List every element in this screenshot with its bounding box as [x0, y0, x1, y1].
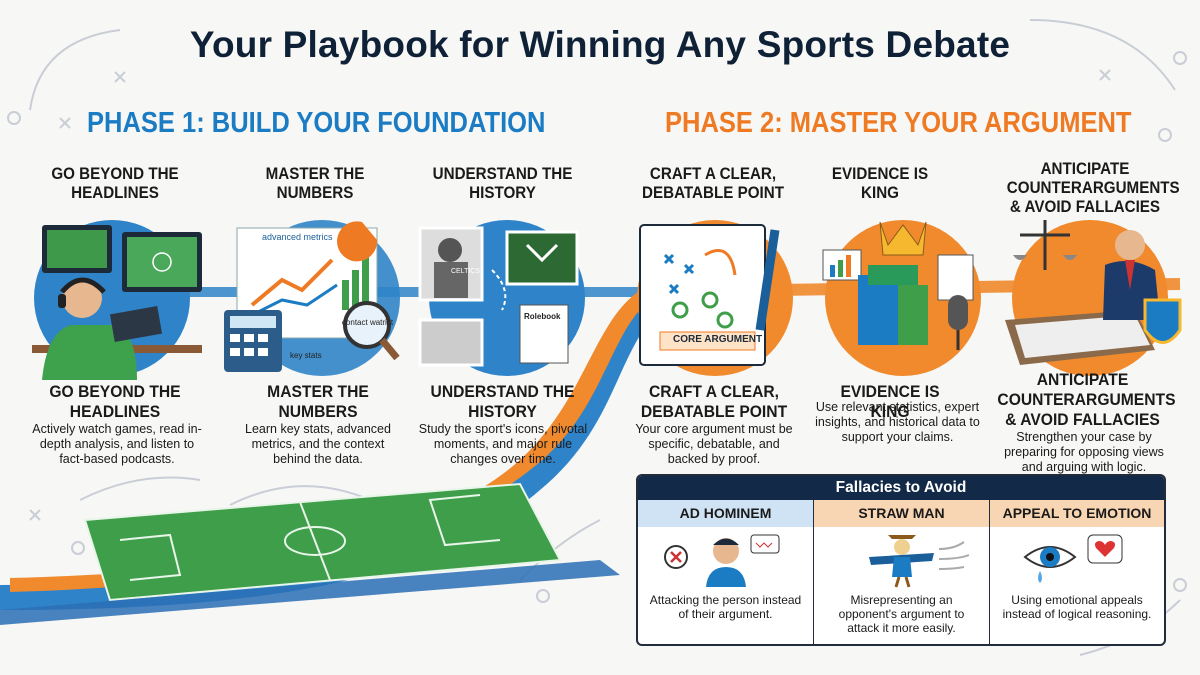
step1-description: Actively watch games, read in-depth anal…: [32, 422, 202, 466]
step1-subtitle: GO BEYOND THE HEADLINES: [49, 382, 181, 421]
contact-label: contact watrict: [341, 318, 394, 327]
page-title: Your Playbook for Winning Any Sports Deb…: [189, 24, 1011, 65]
step2-description: Learn key stats, advanced metrics, and t…: [245, 422, 391, 466]
step2-subtitle: MASTER THE NUMBERS: [267, 382, 369, 421]
step5-description: Use relevant statistics, expert insights…: [815, 400, 980, 444]
jersey-label: CELTICS: [451, 268, 481, 275]
step4-subtitle: CRAFT A CLEAR, DEBATABLE POINT: [640, 382, 788, 421]
chess-scales-icon: [1005, 220, 1182, 376]
phase2-heading: PHASE 2: MASTER YOUR ARGUMENT: [665, 107, 1132, 139]
step6-subtitle: ANTICIPATE COUNTERARGUMENTS & AVOID FALL…: [997, 370, 1176, 429]
core-argument-label: CORE ARGUMENT: [673, 334, 763, 345]
fallacy-name: STRAW MAN: [814, 500, 989, 527]
key-stats-label: key stats: [290, 351, 322, 360]
step3-title: UNDERSTAND THE HISTORY: [432, 165, 573, 202]
step1-title: GO BEYOND THE HEADLINES: [51, 165, 179, 202]
scarecrow-icon: [869, 535, 970, 588]
evidence-crown-icon: [822, 220, 981, 376]
fallacies-heading: Fallacies to Avoid: [638, 476, 1164, 500]
history-collage-icon: [418, 220, 585, 376]
rulebook-label: Rolebook: [524, 312, 561, 321]
advanced-metrics-label: advanced metrics: [262, 232, 333, 242]
fallacy-appeal-to-emotion: APPEAL TO EMOTION Using emotional appeal…: [990, 500, 1164, 644]
step4-description: Your core argument must be specific, deb…: [635, 422, 793, 466]
headphones-viewer-icon: [32, 220, 202, 380]
step3-subtitle: UNDERSTAND THE HISTORY: [430, 382, 575, 421]
metrics-report-icon: [224, 220, 400, 376]
step4-title: CRAFT A CLEAR, DEBATABLE POINT: [642, 165, 784, 202]
step5-subtitle: EVIDENCE IS KING: [840, 382, 940, 421]
angry-man-icon: [664, 534, 780, 587]
step3-description: Study the sport's icons, pivotal moments…: [418, 422, 588, 466]
phase1-heading: PHASE 1: BUILD YOUR FOUNDATION: [87, 107, 546, 139]
step6-title: ANTICIPATE COUNTERARGUMENTS & AVOID FALL…: [1006, 160, 1180, 216]
playbook-clipboard-icon: [637, 220, 793, 376]
fallacy-description: Misrepresenting an opponent's argument t…: [838, 593, 965, 635]
fallacy-description: Using emotional appeals instead of logic…: [1002, 593, 1152, 621]
fallacy-description: Attacking the person instead of their ar…: [649, 593, 802, 621]
step2-title: MASTER THE NUMBERS: [265, 165, 365, 202]
fallacy-name: AD HOMINEM: [638, 500, 813, 527]
step5-title: EVIDENCE IS KING: [831, 165, 929, 202]
fallacy-ad-hominem: AD HOMINEM Attacking the person instead …: [638, 500, 814, 644]
step6-description: Strengthen your case by preparing for op…: [1004, 430, 1164, 474]
fallacy-name: APPEAL TO EMOTION: [990, 500, 1164, 527]
fallacies-panel: Fallacies to Avoid AD HOMINEM Attacking …: [636, 474, 1166, 646]
fallacy-straw-man: STRAW MAN Misrepresenting an opponent's …: [814, 500, 990, 644]
eye-heart-icon: [1023, 534, 1123, 583]
